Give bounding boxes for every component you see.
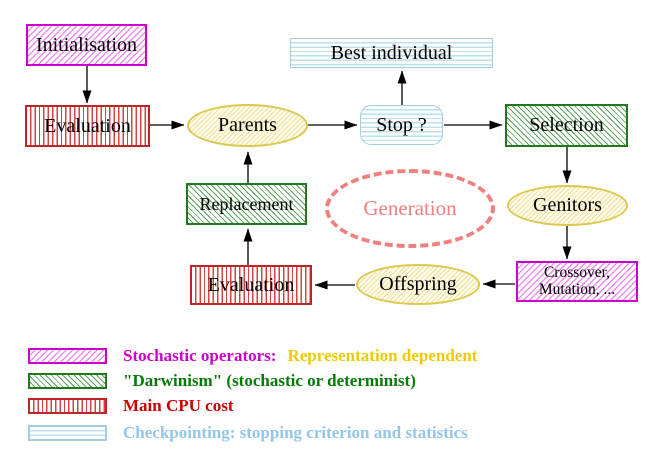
legend-swatch-green-hatch [28,373,107,389]
node-initialisation: Initialisation [26,24,147,66]
node-selection-label: Selection [529,114,604,136]
legend-row-cpu-cost: Main CPU cost [28,396,233,416]
node-genitors-label: Genitors [533,194,602,216]
node-replacement: Replacement [186,183,307,225]
legend-label-stochastic: Stochastic operators: [123,346,277,365]
node-generation: Generation [325,169,495,248]
node-crossover-line1: Crossover, [543,264,611,282]
node-parents: Parents [187,104,308,147]
node-stop-label: Stop ? [376,113,427,136]
node-stop: Stop ? [360,105,443,145]
node-evaluation-bottom-label: Evaluation [207,273,295,296]
node-offspring-label: Offspring [379,273,457,295]
legend-label-darwinism: "Darwinism" (stochastic or determinist) [123,371,416,390]
node-crossover-mutation: Crossover, Mutation, ... [516,261,638,302]
node-evaluation-bottom: Evaluation [190,265,312,305]
node-evaluation-top: Evaluation [25,105,150,147]
node-generation-label: Generation [363,196,457,221]
node-best-individual-label: Best individual [330,41,453,64]
legend-row-darwinism: "Darwinism" (stochastic or determinist) [28,371,416,391]
legend-swatch-red-stripes [28,398,107,414]
legend-label-checkpointing: Checkpointing: stopping criterion and st… [123,423,468,442]
legend-label-cpu-cost: Main CPU cost [123,396,234,415]
node-parents-label: Parents [218,114,277,136]
legend-row-stochastic: Stochastic operators: Representation dep… [28,346,477,366]
node-best-individual: Best individual [290,38,493,68]
node-replacement-label: Replacement [199,193,294,214]
node-evaluation-top-label: Evaluation [44,114,131,137]
node-selection: Selection [505,104,628,147]
legend-swatch-magenta-hatch [28,348,107,364]
node-genitors: Genitors [507,185,628,226]
legend-row-checkpointing: Checkpointing: stopping criterion and st… [28,423,468,443]
legend-label-representation: Representation dependent [287,346,478,365]
node-offspring: Offspring [356,264,480,305]
node-crossover-line2: Mutation, ... [538,280,616,298]
legend-swatch-cyan-stripes [28,425,107,441]
node-initialisation-label: Initialisation [35,33,138,56]
